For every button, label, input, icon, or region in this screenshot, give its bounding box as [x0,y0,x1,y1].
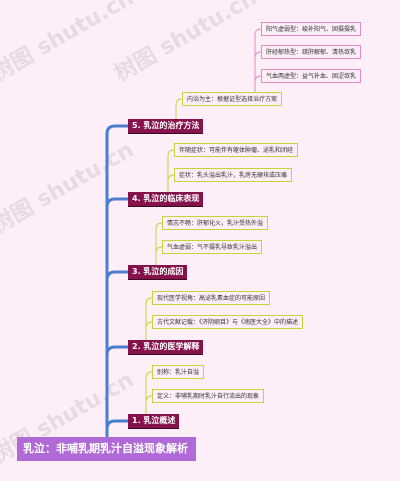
leaf-definition[interactable]: 定义：非哺乳期时乳汁自行流出的现象 [152,389,265,403]
leaf-qi-blood-weak[interactable]: 气血虚弱：气不摄乳导致乳汁溢出 [162,240,263,254]
leaf-ancient-literature[interactable]: 古代文献记载：《济阴纲目》与《疡医大全》中的描述 [152,315,304,329]
leaf-modern-medicine[interactable]: 现代医学视角：高泌乳素血症的可能原因 [152,291,271,305]
section-treatment[interactable]: 5. 乳泣的治疗方法 [128,119,204,134]
leaf-yang-deficiency[interactable]: 阳气虚弱型：峻补阳气、固摄摄乳 [261,22,362,36]
leaf-alias[interactable]: 别称：乳汁自溢 [152,365,205,379]
section-medical[interactable]: 2. 乳泣的医学解释 [128,340,204,355]
section-clinical[interactable]: 4. 乳泣的临床表现 [128,192,204,207]
leaf-symptoms[interactable]: 症状：乳头溢出乳汁，乳房无硬块或压痛 [174,168,293,182]
leaf-accompanying-symptoms[interactable]: 伴随症状：可能伴有躯体肿瘤、泌乳和闭经 [174,143,299,157]
leaf-liver-heat[interactable]: 肝经郁热型：疏肝解郁、清热敛乳 [261,45,362,59]
section-causes[interactable]: 3. 乳泣的成因 [128,265,188,280]
root-node[interactable]: 乳泣：非哺乳期乳汁自溢现象解析 [17,437,196,461]
section-overview[interactable]: 1. 乳泣概述 [128,414,180,429]
leaf-qi-blood-deficiency[interactable]: 气血两虚型：益气补血、固涩敛乳 [261,69,362,83]
leaf-internal-treatment[interactable]: 内治为主：根据证型选择治疗方案 [182,92,283,106]
leaf-emotional[interactable]: 情志不畅：肝郁化火，乳汁受热外溢 [162,216,269,230]
